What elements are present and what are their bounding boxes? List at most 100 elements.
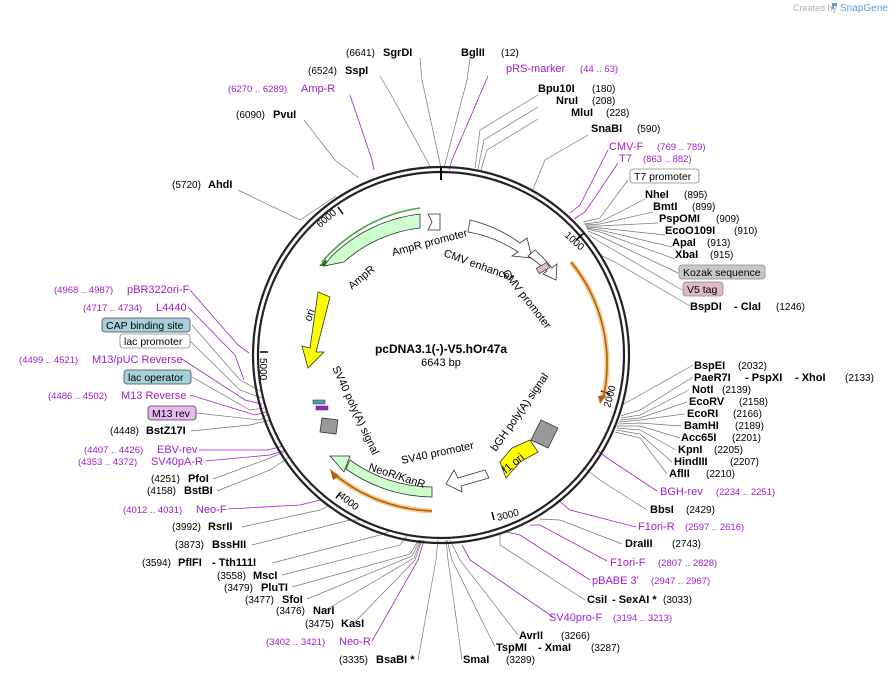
site-name[interactable]: Acc65I (681, 432, 716, 444)
site-name[interactable]: XbaI (675, 249, 698, 261)
site-name[interactable]: ApaI (672, 237, 696, 249)
cmv-enhancer-feature[interactable] (467, 219, 533, 259)
site-name[interactable]: BstBI (184, 485, 213, 497)
primer-pos: (769 .. 789) (657, 142, 706, 153)
sv40-polya-feature[interactable] (319, 417, 339, 435)
primer-name[interactable]: EBV-rev (157, 444, 198, 456)
site-name[interactable]: BssHII (212, 539, 246, 551)
primer-name[interactable]: Neo-R (339, 636, 371, 648)
primer-name[interactable]: L4440 (156, 302, 187, 314)
site-name[interactable]: SfoI (282, 594, 303, 606)
site-name[interactable]: BspEI (694, 360, 725, 372)
primer-name[interactable]: Neo-F (196, 504, 227, 516)
site-name[interactable]: BbsI (650, 504, 674, 516)
site-pos: (3594) (142, 558, 171, 569)
primer-name[interactable]: F1ori-F (610, 557, 646, 569)
site-name[interactable]: EcoRI (687, 408, 718, 420)
primer-pos: (2234 .. 2251) (716, 487, 775, 498)
site-name[interactable]: HindIII (674, 456, 708, 468)
site-name[interactable]: BstZ17I (146, 425, 186, 437)
primer-name[interactable]: BGH-rev (660, 486, 703, 498)
primer-name[interactable]: SV40pro-F (549, 612, 602, 624)
site-pos: (2139) (722, 385, 751, 396)
primer-name[interactable]: Amp-R (301, 83, 335, 95)
site-name[interactable]: BmtI (653, 201, 677, 213)
m13-rev-feature (315, 405, 329, 411)
f1-ori-feature[interactable] (499, 439, 539, 479)
ampr-promoter-feature[interactable] (427, 213, 441, 231)
label-box-cap-binding-site[interactable] (101, 317, 191, 333)
site-name[interactable]: NotI (692, 384, 713, 396)
site-name[interactable]: PfoI (188, 473, 209, 485)
box-label: lac operator (128, 372, 184, 384)
site-name[interactable]: RsrII (208, 521, 232, 533)
site-name[interactable]: SnaBI (591, 123, 622, 135)
site-name[interactable]: NarI (313, 605, 334, 617)
label-box-kozak[interactable] (678, 264, 766, 280)
site-name[interactable]: CsiI (587, 594, 607, 606)
primer-pos: (4717 .. 4734) (83, 303, 142, 314)
site-name[interactable]: MscI (253, 570, 277, 582)
primer-name[interactable]: SV40pA-R (151, 456, 203, 468)
site-name[interactable]: BspDI (690, 301, 722, 313)
site-name[interactable]: SgrDI (383, 47, 412, 59)
ori-feature[interactable] (301, 291, 331, 369)
box-label: Kozak sequence (683, 267, 761, 279)
site-name[interactable]: PaeR7I (694, 372, 731, 384)
site-name[interactable]: MluI (571, 107, 593, 119)
primer-pos: (6270 .. 6289) (228, 84, 287, 95)
site-pos: (228) (606, 108, 629, 119)
site-name[interactable]: TspMI (496, 642, 527, 654)
primer-name[interactable]: pRS-marker (506, 63, 566, 75)
site-name[interactable]: - XhoI (795, 372, 826, 384)
site-name[interactable]: KpnI (678, 444, 702, 456)
site-name[interactable]: SmaI (463, 654, 489, 666)
primer-name[interactable]: CMV-F (609, 141, 644, 153)
site-name[interactable]: EcoRV (689, 396, 725, 408)
site-name[interactable]: PluTI (261, 582, 288, 594)
site-pos: (3289) (506, 655, 535, 666)
label-box-t7-promoter[interactable] (629, 168, 700, 184)
primer-name[interactable]: pBR322ori-F (127, 284, 190, 296)
site-name[interactable]: SspI (345, 65, 368, 77)
bgh-polya-feature[interactable] (530, 419, 559, 449)
site-name[interactable]: DraIII (625, 538, 653, 550)
site-name[interactable]: BsaBI * (376, 654, 415, 666)
site-name[interactable]: BglII (461, 47, 485, 59)
site-name[interactable]: AflII (669, 468, 690, 480)
primer-name[interactable]: pBABE 3' (592, 575, 639, 587)
site-name[interactable]: NruI (556, 95, 578, 107)
site-name[interactable]: PflFI (178, 557, 202, 569)
site-name[interactable]: - PspXI (745, 372, 782, 384)
site-name[interactable]: PvuI (273, 109, 296, 121)
site-name[interactable]: - Tth111I (212, 557, 256, 569)
site-pos: (2205) (714, 445, 743, 456)
ampr-feature[interactable] (323, 213, 421, 267)
neor-kanr-feature[interactable] (345, 459, 433, 498)
site-name[interactable]: - SexAI * (612, 594, 657, 606)
site-pos: (909) (716, 214, 739, 225)
site-name[interactable]: AhdI (208, 179, 232, 191)
primer-name[interactable]: F1ori-R (638, 521, 675, 533)
site-name[interactable]: PspOMI (659, 213, 700, 225)
site-name[interactable]: NheI (645, 189, 669, 201)
primer-name[interactable]: M13/pUC Reverse (92, 354, 182, 366)
site-name[interactable]: Bpu10I (538, 83, 575, 95)
site-name[interactable]: AvrII (519, 630, 543, 642)
primer-name[interactable]: M13 Reverse (121, 390, 186, 402)
site-name[interactable]: - XmaI (538, 642, 571, 654)
sv40-promoter-feature[interactable] (445, 469, 490, 493)
site-name[interactable]: BamHI (684, 420, 719, 432)
box-label: V5 tag (687, 284, 718, 296)
primer-name[interactable]: T7 (619, 153, 632, 165)
site-name[interactable]: EcoO109I (665, 225, 715, 237)
label-box-v5-tag[interactable] (682, 281, 724, 297)
label-box-lac-promoter[interactable] (119, 333, 191, 349)
site-pos: (910) (734, 226, 757, 237)
site-name[interactable]: KasI (341, 618, 364, 630)
label-box-m13-rev[interactable] (147, 405, 197, 421)
primer-pos: (4486 .. 4502) (48, 391, 107, 402)
label-box-lac-operator[interactable] (123, 369, 192, 385)
site-name[interactable]: - ClaI (734, 301, 761, 313)
